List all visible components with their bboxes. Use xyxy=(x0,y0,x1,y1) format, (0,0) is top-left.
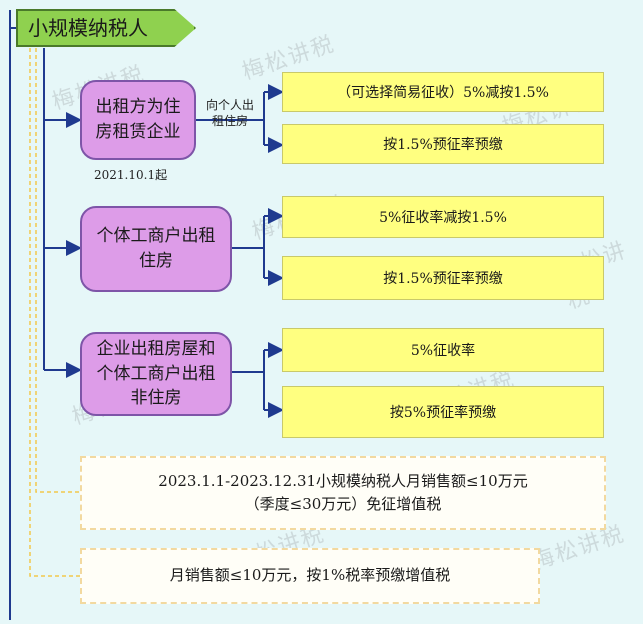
arrow-label: 向个人出 租住房 xyxy=(196,97,264,129)
outcome-box: 5%征收率减按1.5% xyxy=(282,196,604,238)
effective-date-note: 2021.10.1起 xyxy=(94,168,168,182)
branch-label-line: 企业出租房屋和 xyxy=(96,339,216,360)
branch-label-line: 个体工商户出租 xyxy=(96,363,216,384)
title-arrow-shape xyxy=(16,9,196,47)
branch-label-line: 出租方为住 xyxy=(95,97,181,118)
outcome-box: 5%征收率 xyxy=(282,328,604,372)
prepay-text: 月销售额≤10万元，按1%税率预缴增值税 xyxy=(169,566,451,585)
outcome-box: 按5%预征率预缴 xyxy=(282,386,604,438)
branch-label-line: 非住房 xyxy=(130,388,182,409)
branch-housing-lessor-enterprise: 出租方为住 房租赁企业 xyxy=(80,80,196,160)
diagram-title: 小规模纳税人 xyxy=(28,16,148,40)
exemption-line: （季度≤30万元）免征增值税 xyxy=(244,495,442,513)
exemption-box: 2023.1.1-2023.12.31小规模纳税人月销售额≤10万元 （季度≤3… xyxy=(80,456,606,530)
exemption-line: 2023.1.1-2023.12.31小规模纳税人月销售额≤10万元 xyxy=(158,471,528,490)
branch-label-line: 个体工商户出租 xyxy=(96,226,216,247)
branch-enterprise-non-housing: 企业出租房屋和 个体工商户出租 非住房 xyxy=(80,332,232,416)
outcome-box: （可选择简易征收）5%减按1.5% xyxy=(282,72,604,112)
arrow-label-line: 租住房 xyxy=(211,114,248,129)
arrow-label-line: 向个人出 xyxy=(205,98,254,112)
branch-label-line: 住房 xyxy=(139,251,173,271)
prepay-box: 月销售额≤10万元，按1%税率预缴增值税 xyxy=(80,548,540,604)
branch-label-line: 房租赁企业 xyxy=(95,122,181,142)
outcome-box: 按1.5%预征率预缴 xyxy=(282,124,604,164)
outcome-box: 按1.5%预征率预缴 xyxy=(282,256,604,300)
branch-individual-business-housing: 个体工商户出租 住房 xyxy=(80,206,232,292)
